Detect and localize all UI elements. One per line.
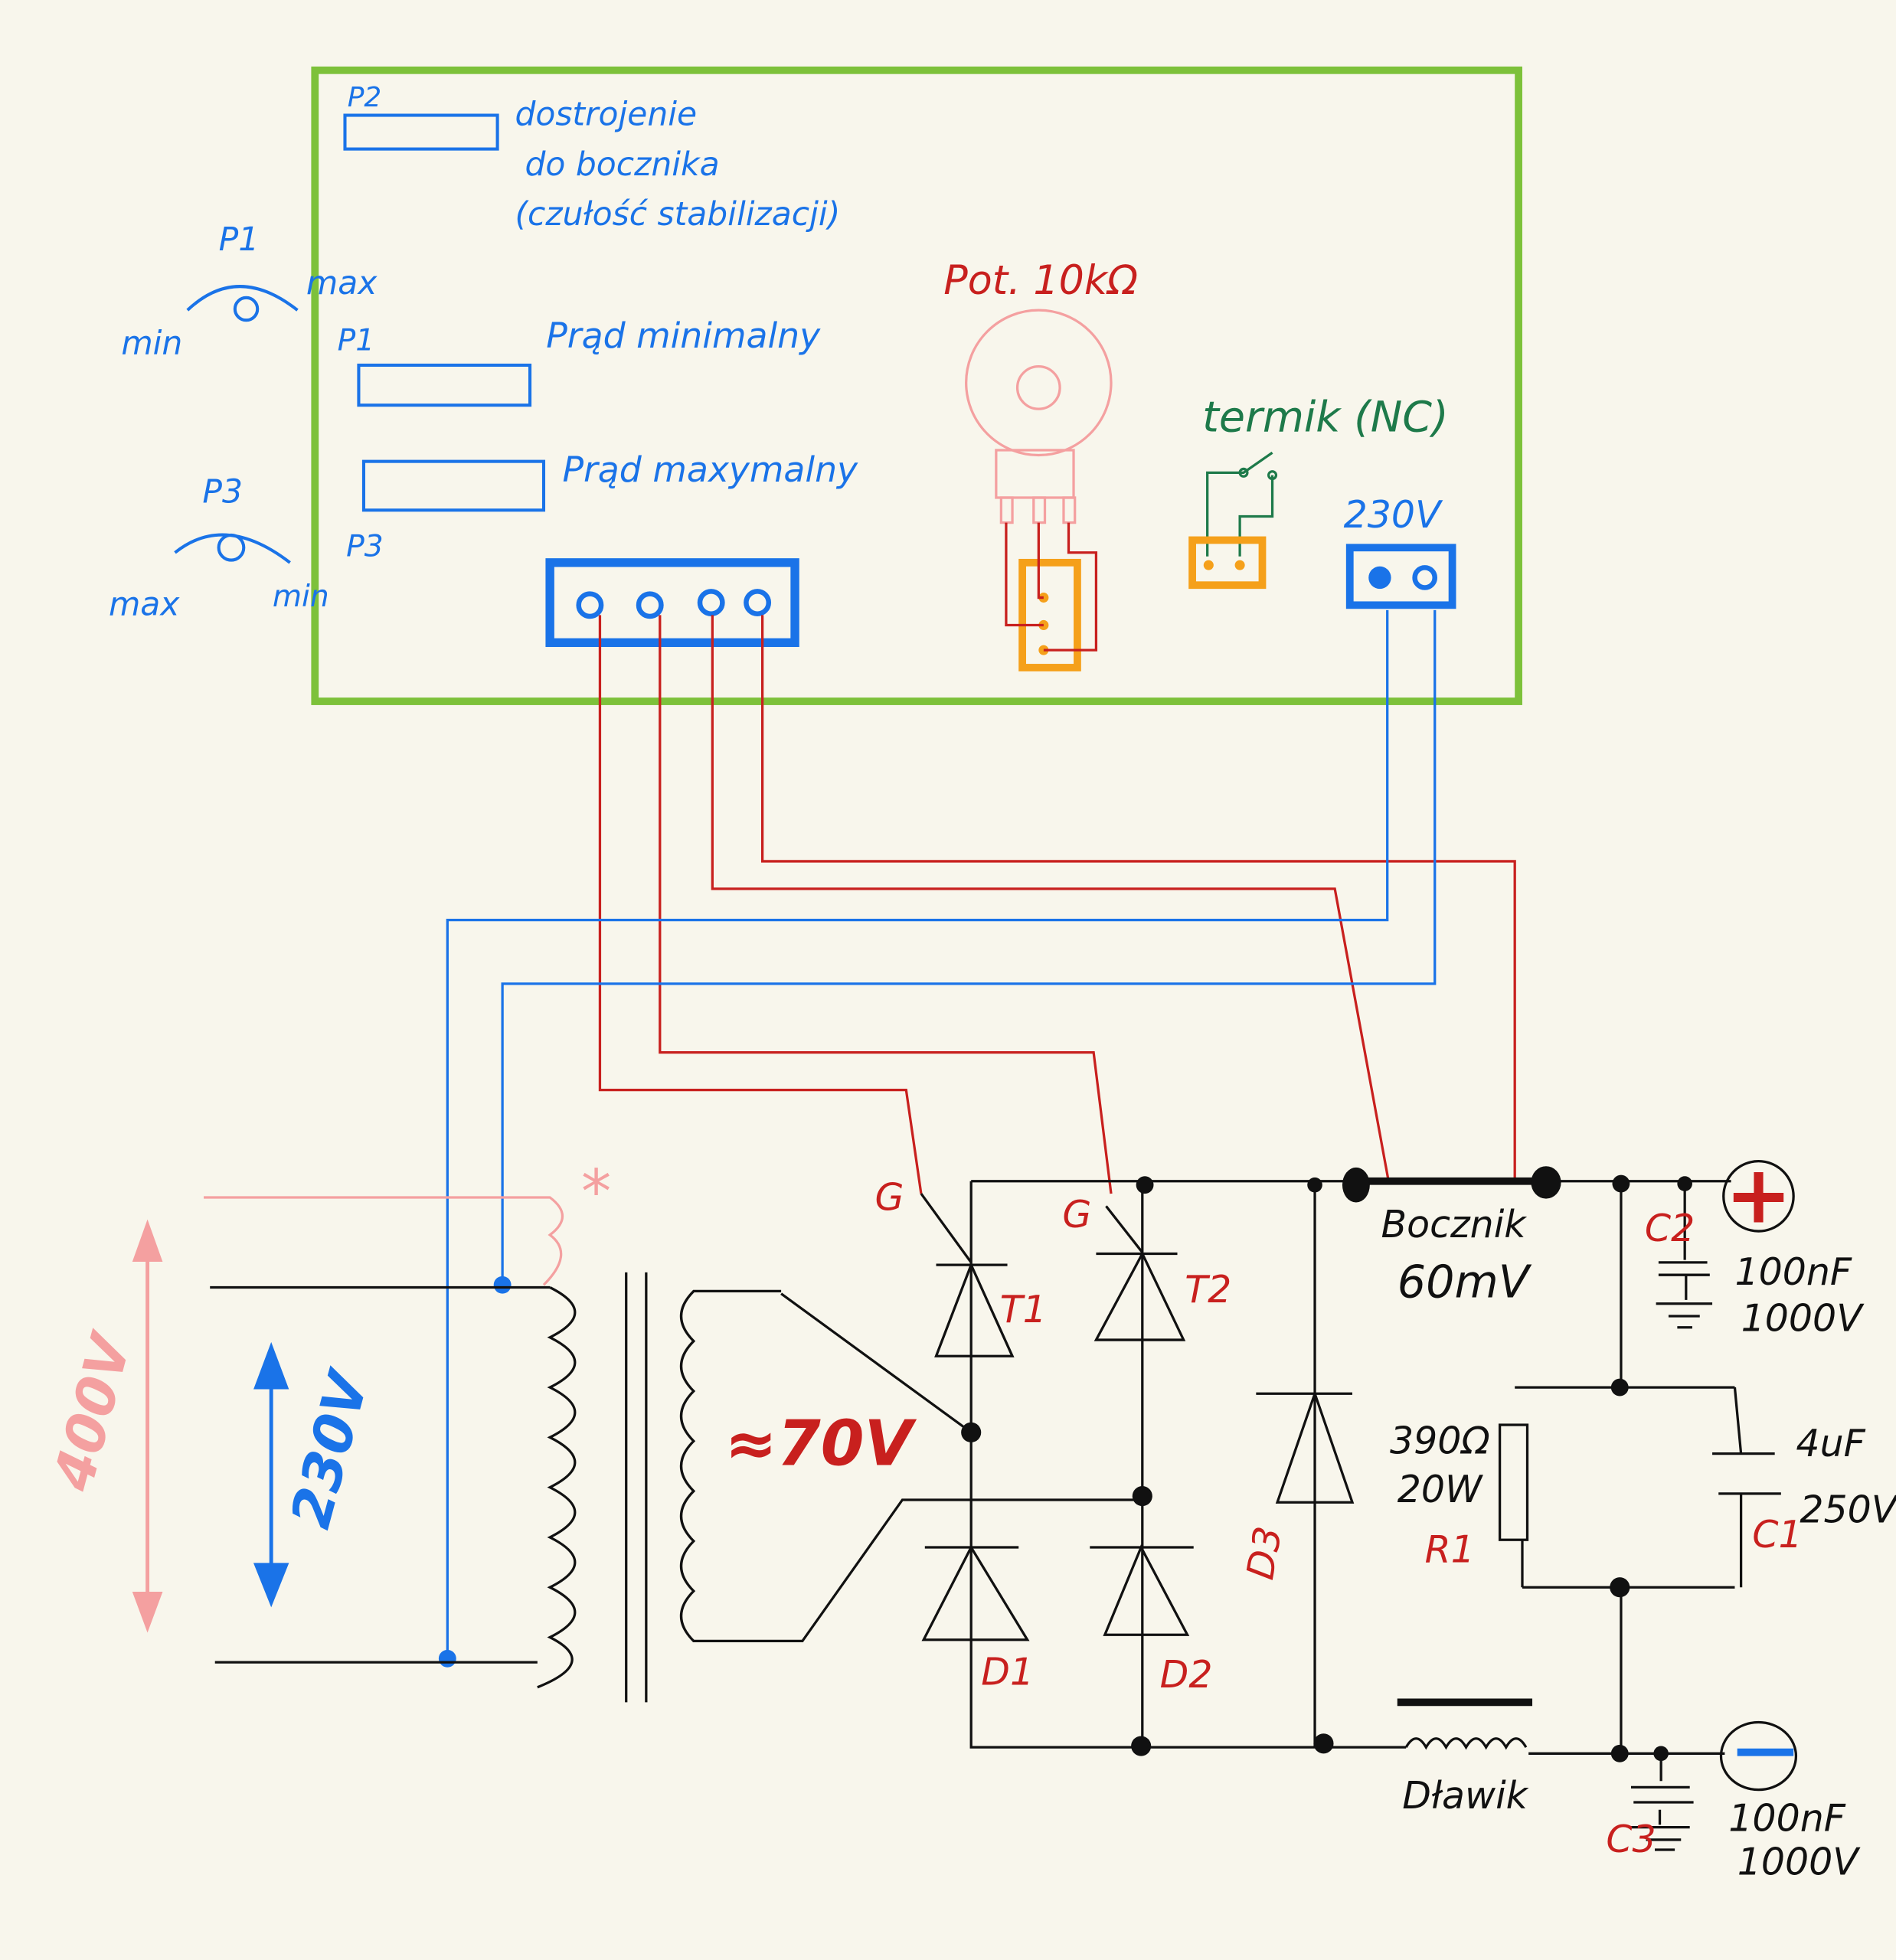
r1-resistance: 390Ω [1390, 1419, 1490, 1463]
p2-trimmer [343, 113, 499, 151]
c2-voltage: 1000V [1741, 1297, 1865, 1341]
secondary-voltage: ≈70V [725, 1407, 917, 1480]
output-connector [545, 558, 799, 648]
control-module-board [311, 66, 1522, 705]
minus-terminal: − [1719, 1720, 1798, 1792]
p3-knob-max: max [109, 586, 180, 623]
d3-label: D3 [1238, 1523, 1290, 1583]
p1-label: P1 [338, 323, 375, 358]
c1-label: C1 [1752, 1513, 1802, 1557]
p3-knob-min: min [273, 580, 329, 614]
shunt-label: Bocznik [1381, 1203, 1528, 1246]
p1-knob-label: P1 [219, 221, 260, 259]
p1-description: Prąd minimalny [546, 315, 821, 356]
r1-power: 20W [1397, 1468, 1483, 1511]
t2-label: T2 [1185, 1268, 1231, 1312]
p2-description-2: do bocznika [525, 146, 720, 184]
c3-capacitance: 100nF [1728, 1797, 1845, 1841]
p1-trimmer [357, 363, 532, 407]
shunt-voltage: 60mV [1397, 1256, 1532, 1308]
p2-description-1: dostrojenie [515, 96, 697, 134]
svg-text:+: + [1725, 1148, 1793, 1242]
p3-description: Prąd maxymalny [562, 449, 858, 490]
primary-star: * [581, 1158, 611, 1227]
d2-label: D2 [1160, 1653, 1213, 1697]
p2-description-3: (czułość stabilizacji) [515, 196, 840, 234]
p2-label: P2 [348, 82, 381, 113]
c1-capacitance: 4uF [1796, 1422, 1865, 1465]
d1-label: D1 [981, 1651, 1034, 1694]
t1-gate-label: G [875, 1175, 904, 1219]
p1-knob-min: min [121, 325, 182, 362]
potentiometer-label: Pot. 10kΩ [943, 258, 1138, 304]
pot-header [1018, 558, 1081, 671]
thermal-label: termik (NC) [1202, 392, 1448, 442]
supply-connector [1345, 544, 1456, 609]
c3-voltage: 1000V [1737, 1841, 1862, 1884]
potentiometer [965, 309, 1113, 524]
p3-knob-label: P3 [202, 474, 243, 511]
thermal-header [1188, 536, 1267, 590]
r1-label: R1 [1425, 1528, 1475, 1572]
c2-capacitance: 100nF [1734, 1250, 1852, 1294]
c3-label: C3 [1606, 1818, 1656, 1861]
t1-label: T1 [1000, 1288, 1047, 1331]
resistor-r1 [1498, 1423, 1529, 1541]
supply-label: 230V [1344, 493, 1443, 537]
p3-trimmer [361, 459, 546, 512]
c2-label: C2 [1645, 1207, 1695, 1250]
p1-knob-max: max [306, 265, 378, 302]
choke-label: Dławik [1402, 1774, 1528, 1818]
c1-voltage: 250V [1800, 1488, 1896, 1531]
t2-gate-label: G [1062, 1193, 1091, 1236]
plus-terminal: + [1722, 1148, 1795, 1242]
p3-label: P3 [346, 530, 384, 564]
